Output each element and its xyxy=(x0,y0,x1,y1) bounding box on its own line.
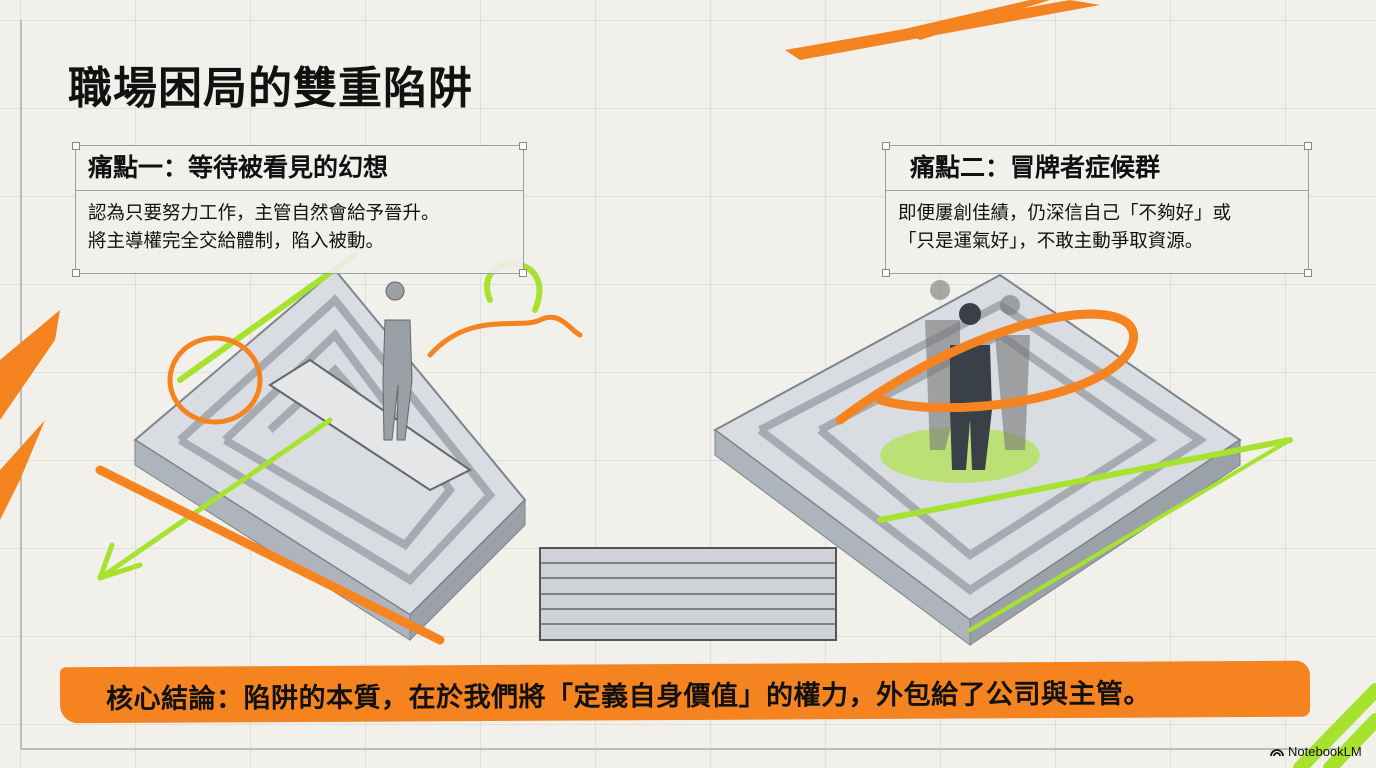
logo-text: NotebookLM xyxy=(1288,744,1362,759)
resize-handle[interactable] xyxy=(519,269,527,277)
notebooklm-logo: NotebookLM xyxy=(1270,744,1362,759)
conclusion-text: 核心結論：陷阱的本質，在於我們將「定義自身價值」的權力，外包給了公司與主管。 xyxy=(105,678,1152,716)
green-arrow-stroke xyxy=(97,417,333,581)
pain-point-card-2: 痛點二：冒牌者症候群 即便屢創佳績，仍深信自己「不夠好」或 「只是運氣好」，不敢… xyxy=(882,142,1312,277)
orange-brush-stroke-top xyxy=(785,0,1100,60)
brick-wall xyxy=(539,547,837,641)
left-maze xyxy=(133,268,527,642)
resize-handle[interactable] xyxy=(72,142,80,150)
pain-point-text: 「只是運氣好」，不敢主動爭取資源。 xyxy=(898,231,1204,252)
standing-figure-icon xyxy=(382,281,413,441)
page-title: 職場困局的雙重陷阱 xyxy=(68,63,473,114)
resize-handle[interactable] xyxy=(1304,142,1312,150)
resize-handle[interactable] xyxy=(882,142,890,150)
pain-point-text: 將主導權完全交給體制，陷入被動。 xyxy=(88,231,385,252)
pain-point-heading: 痛點一：等待被看見的幻想 xyxy=(76,146,523,191)
conclusion-banner: 核心結論：陷阱的本質，在於我們將「定義自身價值」的權力，外包給了公司與主管。 xyxy=(59,660,1311,724)
shadow-figure-icon xyxy=(995,295,1030,450)
pain-point-text: 即便屢創佳績，仍深信自己「不夠好」或 xyxy=(898,203,1232,224)
resize-handle[interactable] xyxy=(72,269,80,277)
conveyor-belt-icon xyxy=(268,358,472,492)
pain-point-text: 認為只要努力工作，主管自然會給予晉升。 xyxy=(88,203,440,224)
pain-point-heading: 痛點二：冒牌者症候群 xyxy=(886,146,1308,191)
resize-handle[interactable] xyxy=(1304,269,1312,277)
orange-brush-stroke-left xyxy=(0,310,60,520)
resize-handle[interactable] xyxy=(882,269,890,277)
pain-point-card-1: 痛點一：等待被看見的幻想 認為只要努力工作，主管自然會給予晉升。 將主導權完全交… xyxy=(72,142,527,277)
resize-handle[interactable] xyxy=(519,142,527,150)
notebooklm-icon xyxy=(1270,749,1284,757)
person-figure-icon xyxy=(950,303,992,470)
